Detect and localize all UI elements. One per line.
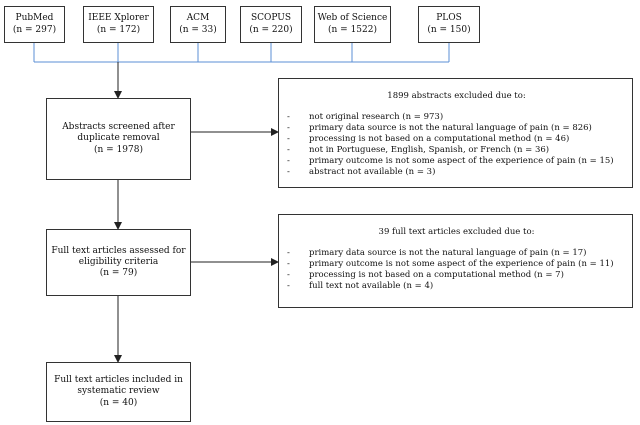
source-name: SCOPUS (250, 13, 292, 24)
source-count: (n = 1522) (328, 24, 377, 35)
source-name: PLOS (436, 13, 462, 24)
assessed-count: (n = 79) (99, 268, 138, 279)
included-line1: Full text articles included in (54, 375, 183, 386)
list-item: primary outcome is not some aspect of th… (287, 156, 626, 167)
source-name: Web of Science (317, 13, 388, 24)
excluded-fulltext-box: 39 full text articles excluded due to: p… (278, 214, 633, 308)
source-count: (n = 220) (249, 24, 293, 35)
list-item: primary outcome is not some aspect of th… (287, 259, 626, 270)
assessed-line1: Full text articles assessed for (51, 245, 186, 256)
source-count: (n = 33) (179, 24, 217, 35)
source-box-acm: ACM (n = 33) (170, 6, 226, 43)
screened-line2: duplicate removal (77, 133, 160, 144)
source-box-web-of-science: Web of Science (n = 1522) (314, 6, 391, 43)
source-name: PubMed (15, 13, 54, 24)
screened-line1: Abstracts screened after (62, 122, 175, 133)
list-item: primary data source is not the natural l… (287, 123, 626, 134)
screened-box: Abstracts screened after duplicate remov… (46, 98, 191, 180)
excluded-fulltext-list: primary data source is not the natural l… (287, 248, 626, 292)
source-box-ieee-xplorer: IEEE Xplorer (n = 172) (83, 6, 154, 43)
list-item: primary data source is not the natural l… (287, 248, 626, 259)
list-item: processing is not based on a computation… (287, 270, 626, 281)
excluded-fulltext-title: 39 full text articles excluded due to: (378, 227, 535, 237)
assessed-line2: eligibility criteria (78, 256, 159, 267)
list-item: processing is not based on a computation… (287, 134, 626, 145)
list-item: not in Portuguese, English, Spanish, or … (287, 145, 626, 156)
source-count: (n = 172) (96, 24, 141, 35)
source-box-pubmed: PubMed (n = 297) (4, 6, 65, 43)
source-name: IEEE Xplorer (88, 13, 149, 24)
excluded-abstracts-list: not original research (n = 973) primary … (287, 112, 626, 178)
source-name: ACM (186, 13, 210, 24)
source-box-scopus: SCOPUS (n = 220) (240, 6, 302, 43)
assessed-box: Full text articles assessed for eligibil… (46, 229, 191, 296)
excluded-abstracts-box: 1899 abstracts excluded due to: not orig… (278, 78, 633, 188)
included-count: (n = 40) (99, 397, 138, 408)
source-drop-lines (33, 43, 450, 62)
excluded-abstracts-title: 1899 abstracts excluded due to: (387, 91, 526, 101)
source-count: (n = 297) (12, 24, 57, 35)
included-box: Full text articles included in systemati… (46, 362, 191, 422)
list-item: not original research (n = 973) (287, 112, 626, 123)
included-line2: systematic review (77, 386, 160, 397)
screened-count: (n = 1978) (94, 144, 143, 155)
list-item: abstract not available (n = 3) (287, 167, 626, 178)
list-item: full text not available (n = 4) (287, 281, 626, 292)
source-count: (n = 150) (427, 24, 471, 35)
source-box-plos: PLOS (n = 150) (418, 6, 480, 43)
